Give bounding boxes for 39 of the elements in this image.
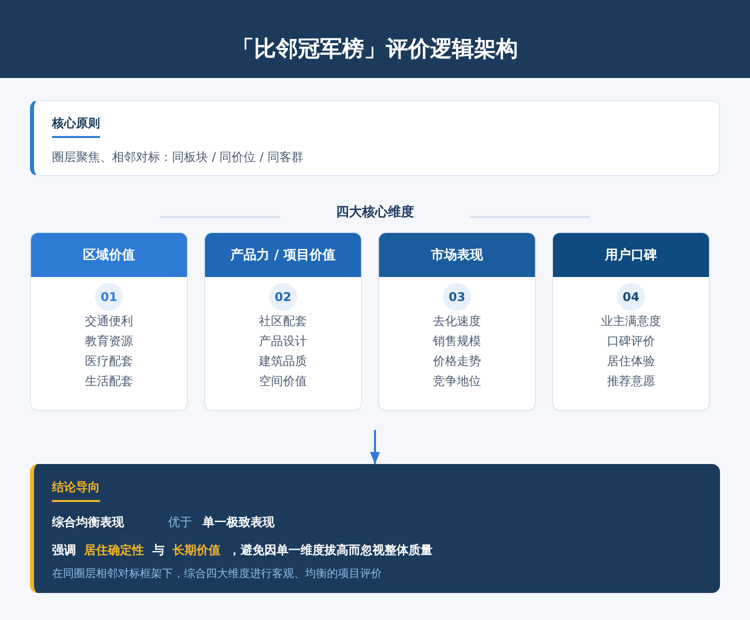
list-item: 推荐意愿 [607,373,655,390]
statement-text: 强调 居住确定性 与 长期价值 ，避免因单一维度拔高而忽视整体质量 [52,542,433,558]
card-header: 用户口碑 [553,233,709,277]
list-item: 去化速度 [433,313,481,330]
dimension-card [552,232,710,411]
list-item: 价格走势 [433,353,481,370]
list-item: 社区配套 [259,313,307,330]
description-text: 圈层聚焦、相邻对标：同板块 / 同价位 / 同客群 [52,149,304,166]
arrow [370,430,380,464]
title: 「比邻冠军榜」评价逻辑架构 [232,36,518,64]
list-item: 交通便利 [85,313,133,330]
card-heading: 结论导向 [52,479,100,502]
list-item: 竞争地位 [433,373,481,390]
dimension-card [30,232,188,411]
list-item: 居住体验 [607,353,655,370]
section-heading: 四大核心维度 [336,204,414,222]
list-item: 医疗配套 [85,353,133,370]
principle-card [30,100,720,176]
statement-text: 综合均衡表现 优于 单一极致表现 [52,514,274,530]
list-item: 教育资源 [85,333,133,350]
list-item: 空间价值 [259,373,307,390]
list-item: 建筑品质 [259,353,307,370]
number-badge: 03 [443,283,471,311]
card-header: 区域价值 [31,233,187,277]
number-badge: 01 [95,283,123,311]
list-item: 业主满意度 [601,313,661,330]
card-header: 市场表现 [379,233,535,277]
note-text: 在同圈层相邻对标框架下，综合四大维度进行客观、均衡的项目评价 [52,567,382,581]
card-header: 产品力 / 项目价值 [205,233,361,277]
list-item: 销售规模 [433,333,481,350]
dimension-card [378,232,536,411]
list-item: 口碑评价 [607,333,655,350]
card-heading: 核心原则 [52,115,100,138]
number-badge: 04 [617,283,645,311]
number-badge: 02 [269,283,297,311]
list-item: 生活配套 [85,373,133,390]
list-item: 产品设计 [259,333,307,350]
dimension-card [204,232,362,411]
conclusion-card [30,464,720,593]
